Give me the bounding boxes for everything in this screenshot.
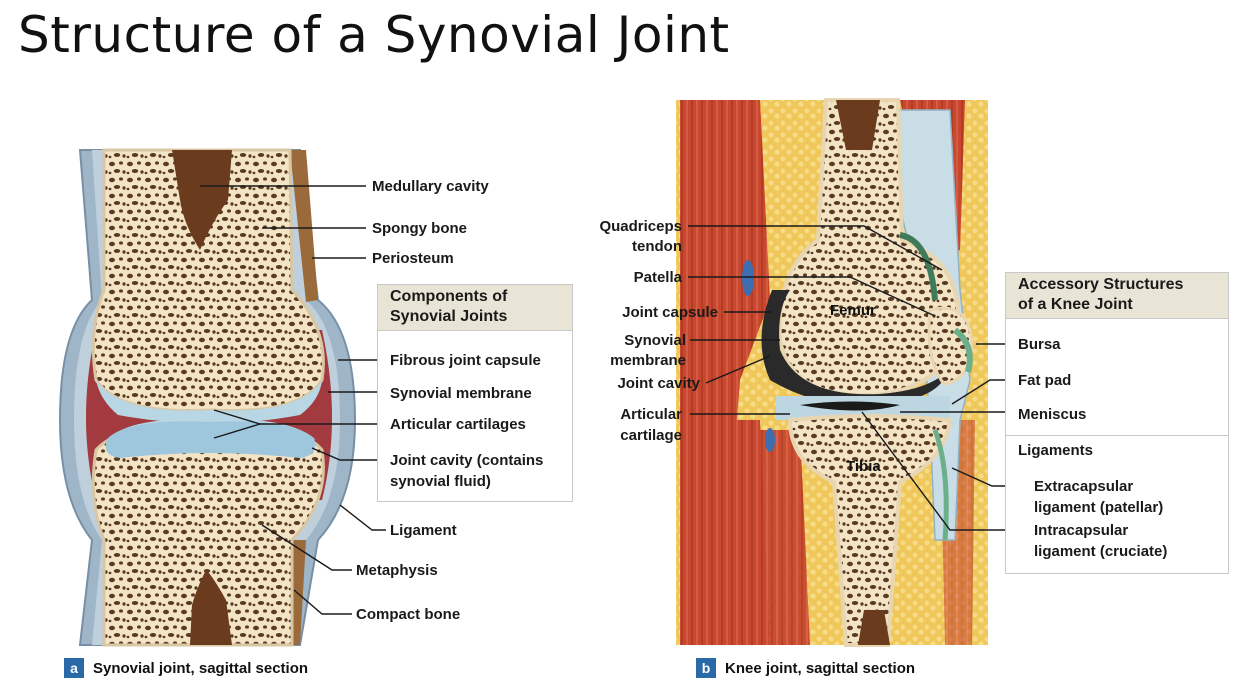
label-meniscus: Meniscus — [1018, 406, 1087, 423]
label-ligaments: Ligaments — [1018, 442, 1094, 459]
label-intracapsular-line2: ligament (cruciate) — [1034, 543, 1168, 560]
label-patella: Patella — [633, 269, 682, 286]
accessory-box-divider — [1006, 435, 1228, 436]
accessory-box: Accessory Structures of a Knee Joint — [1005, 272, 1229, 574]
label-joint-cavity-line1: Joint cavity (contains — [390, 452, 544, 469]
panel-a-illustration — [58, 148, 357, 647]
label-synovial-membrane: Synovial membrane — [390, 385, 532, 402]
components-box: Components of Synovial Joints — [377, 284, 573, 502]
label-synovial-line1: Synovial — [624, 332, 686, 349]
label-ligament: Ligament — [390, 522, 457, 539]
caption-b: b Knee joint, sagittal section — [696, 658, 915, 678]
label-bursa: Bursa — [1018, 336, 1061, 353]
label-metaphysis: Metaphysis — [356, 562, 438, 579]
label-articular-cartilages: Articular cartilages — [390, 416, 526, 433]
label-compact-bone: Compact bone — [356, 606, 461, 623]
label-joint-cavity-line2: synovial fluid) — [390, 473, 491, 490]
caption-a: a Synovial joint, sagittal section — [64, 658, 308, 678]
label-intracapsular-line1: Intracapsular — [1034, 522, 1129, 539]
components-box-title-line1: Components of — [390, 288, 508, 305]
caption-b-badge: b — [696, 658, 716, 678]
label-extracapsular-line2: ligament (patellar) — [1034, 499, 1164, 516]
accessory-box-title: Accessory Structures of a Knee Joint — [1006, 273, 1228, 319]
slide-title: Structure of a Synovial Joint — [18, 6, 730, 64]
accessory-box-title-line1: Accessory Structures — [1018, 276, 1184, 293]
components-box-title: Components of Synovial Joints — [378, 285, 572, 331]
label-articular-line2: cartilage — [620, 427, 682, 444]
label-fat-pad: Fat pad — [1018, 372, 1072, 389]
label-femur: Femur — [830, 302, 876, 319]
caption-a-badge: a — [64, 658, 84, 678]
caption-a-text: Synovial joint, sagittal section — [93, 659, 309, 677]
label-joint-capsule: Joint capsule — [622, 304, 718, 321]
label-joint-cavity-b: Joint cavity — [617, 375, 700, 392]
label-periosteum: Periosteum — [372, 250, 454, 267]
accessory-box-title-line2: of a Knee Joint — [1018, 296, 1133, 313]
label-fibrous-joint-capsule: Fibrous joint capsule — [390, 352, 541, 369]
components-box-title-line2: Synovial Joints — [390, 308, 508, 325]
panel-a-leader-lines — [200, 185, 386, 615]
label-tibia: Tibia — [846, 458, 881, 475]
label-medullary-cavity: Medullary cavity — [372, 178, 489, 195]
label-extracapsular-line1: Extracapsular — [1034, 478, 1134, 495]
label-quadriceps-line2: tendon — [632, 238, 682, 255]
label-quadriceps-line1: Quadriceps — [599, 218, 682, 235]
panel-b-illustration — [676, 98, 988, 647]
label-synovial-line2: membrane — [610, 352, 686, 369]
label-spongy-bone: Spongy bone — [372, 220, 467, 237]
caption-b-text: Knee joint, sagittal section — [725, 659, 916, 677]
label-articular-line1: Articular — [620, 406, 682, 423]
